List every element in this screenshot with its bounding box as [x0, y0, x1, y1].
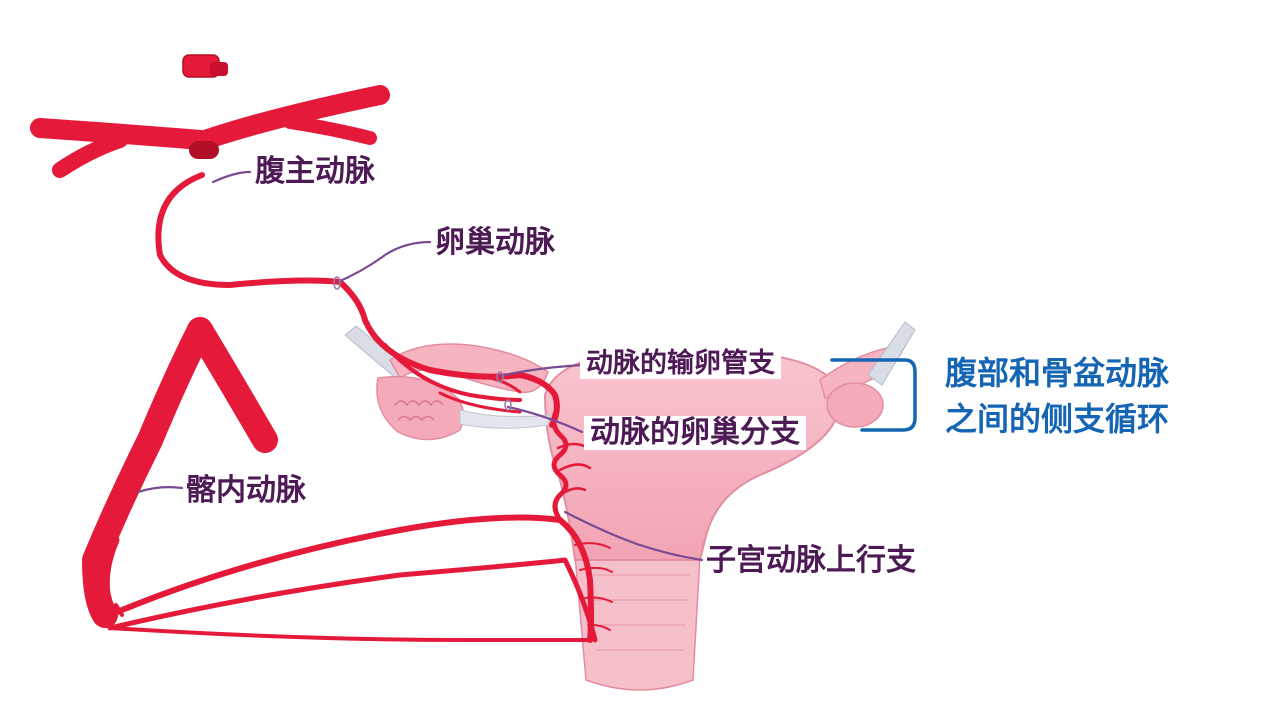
- collateral-bracket: [830, 358, 917, 432]
- label-ovarian-branch: 动脉的卵巢分支: [584, 416, 806, 450]
- leader-internal-iliac: [136, 486, 184, 494]
- label-abdominal-aorta: 腹主动脉: [255, 154, 375, 189]
- label-uterine-ascending-branch: 子宫动脉上行支: [706, 543, 916, 578]
- leader-aorta: [211, 170, 252, 184]
- label-ovarian-artery: 卵巢动脉: [435, 225, 555, 260]
- leader-tubal: [498, 363, 584, 378]
- collateral-line-1: 腹部和骨盆动脉: [945, 354, 1170, 392]
- arteries: [30, 43, 613, 643]
- leader-ovarian: [336, 240, 432, 284]
- leader-uterine: [563, 510, 704, 562]
- collateral-line-2: 之间的侧支循环: [945, 400, 1170, 439]
- leader-ovarian-branch: [506, 405, 584, 434]
- leader-lines: [136, 170, 704, 562]
- label-collateral-circulation: 腹部和骨盆动脉 之间的侧支循环: [945, 350, 1169, 443]
- uterus: [344, 321, 916, 691]
- label-tubal-branch: 动脉的输卵管支: [580, 348, 781, 379]
- label-internal-iliac-artery: 髂内动脉: [186, 473, 306, 508]
